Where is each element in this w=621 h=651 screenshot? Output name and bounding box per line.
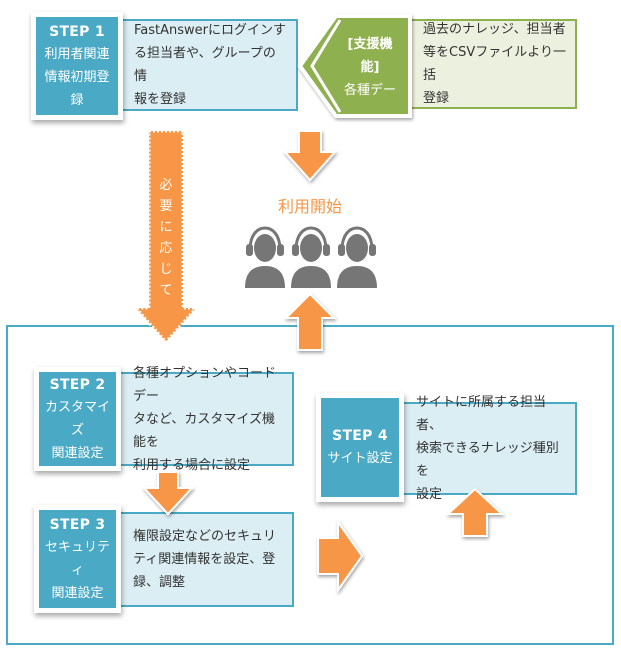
- support-description: 過去のナレッジ、担当者 等をCSVファイルより一括 登録: [409, 19, 577, 109]
- as-needed-label-char: じ: [159, 262, 173, 277]
- step1-subtitle-line: 録: [70, 92, 84, 108]
- step3-subtitle-line: 関連設定: [51, 585, 104, 601]
- step2-description-line: 利用する場合に設定: [133, 457, 251, 473]
- step2-box: STEP 2 カスタマイズ 関連設定: [34, 367, 121, 471]
- support-description-line: 等をCSVファイルより一括: [423, 45, 566, 83]
- up-arrow-shape: [445, 487, 505, 537]
- step2-subtitle-line: カスタマイズ: [44, 399, 110, 438]
- step2-description: 各種オプションやコードデー タなど、カスタマイズ機能を 利用する場合に設定: [119, 366, 294, 473]
- support-description-line: 過去のナレッジ、担当者: [423, 22, 566, 37]
- support-sub-line: 各種デー: [343, 82, 396, 98]
- as-needed-arrow-shape: [132, 129, 200, 345]
- down-arrow-step2-to-step3: [141, 471, 195, 516]
- step2-title: STEP 2: [49, 376, 106, 393]
- start-usage-label: 利用開始: [277, 197, 342, 216]
- step2-description-line: 各種オプションやコードデー: [133, 365, 277, 404]
- step1-description: FastAnswerにログインす る担当者や、グループの情 報を登録: [120, 19, 298, 111]
- headset-operator-icon: [337, 226, 377, 288]
- step4-subtitle-line: サイト設定: [327, 451, 393, 466]
- as-needed-label-char: に: [159, 220, 173, 235]
- step4-box: STEP 4 サイト設定: [316, 393, 404, 502]
- step1-description-line: 報を登録: [134, 92, 187, 107]
- as-needed-label-char: 要: [159, 199, 173, 214]
- step3-description-line: 権限設定などのセキュリ: [133, 529, 277, 544]
- support-label: [支援機 能] 各種デー: [330, 22, 410, 112]
- up-arrow-into-step4: [445, 487, 505, 537]
- step3-description: 権限設定などのセキュリ ティ関連情報を設定、登 録、調整: [119, 512, 294, 607]
- step1-box: STEP 1 利用者関連 情報初期登 録: [31, 12, 123, 120]
- up-arrow-to-start: [283, 292, 337, 351]
- step3-subtitle-line: セキュリティ: [44, 539, 110, 578]
- down-arrow-to-start: [282, 130, 338, 182]
- right-arrow-to-step4: [317, 518, 364, 594]
- support-label-line: [支援機: [347, 36, 393, 52]
- support-label-line: 能]: [360, 59, 380, 75]
- support-chevron-shape: [297, 14, 412, 118]
- step1-description-line: FastAnswerにログインす: [134, 23, 287, 38]
- step2-description-line: タなど、カスタマイズ機能を: [133, 411, 275, 450]
- as-needed-label-char: て: [159, 283, 173, 298]
- step4-title: STEP 4: [332, 428, 388, 444]
- step4-description-line: 設定: [416, 487, 443, 502]
- step3-description-line: ティ関連情報を設定、登: [133, 552, 276, 567]
- as-needed-down-arrow: [132, 129, 200, 345]
- down-arrow-shape: [282, 130, 338, 182]
- step1-subtitle-line: 利用者関連: [44, 46, 110, 62]
- step4-description-line: 検索できるナレッジ種別を: [416, 441, 559, 479]
- step1-title: STEP 1: [49, 23, 105, 40]
- step4-description-line: サイトに所属する担当者、: [416, 395, 547, 433]
- step3-title: STEP 3: [49, 516, 106, 533]
- step2-subtitle-line: 関連設定: [51, 445, 104, 461]
- step3-description-line: 録、調整: [133, 575, 186, 590]
- step1-subtitle-line: 情報初期登: [44, 69, 110, 85]
- support-description-line: 登録: [423, 91, 450, 106]
- up-arrow-shape: [283, 292, 337, 351]
- step1-description-line: る担当者や、グループの情: [134, 46, 276, 84]
- as-needed-label-char: 応: [159, 241, 173, 256]
- headset-operator-icon: [245, 226, 285, 288]
- as-needed-label: 必 要 に 応 じ て: [148, 175, 184, 301]
- as-needed-label-char: 必: [159, 178, 173, 193]
- support-chevron-inner-line: [310, 19, 342, 113]
- operators-group: [245, 226, 377, 288]
- down-arrow-shape: [141, 471, 195, 516]
- headset-operator-icon: [291, 226, 331, 288]
- step3-box: STEP 3 セキュリティ 関連設定: [34, 505, 121, 613]
- step4-description: サイトに所属する担当者、 検索できるナレッジ種別を 設定: [402, 395, 577, 502]
- right-arrow-shape: [317, 518, 364, 594]
